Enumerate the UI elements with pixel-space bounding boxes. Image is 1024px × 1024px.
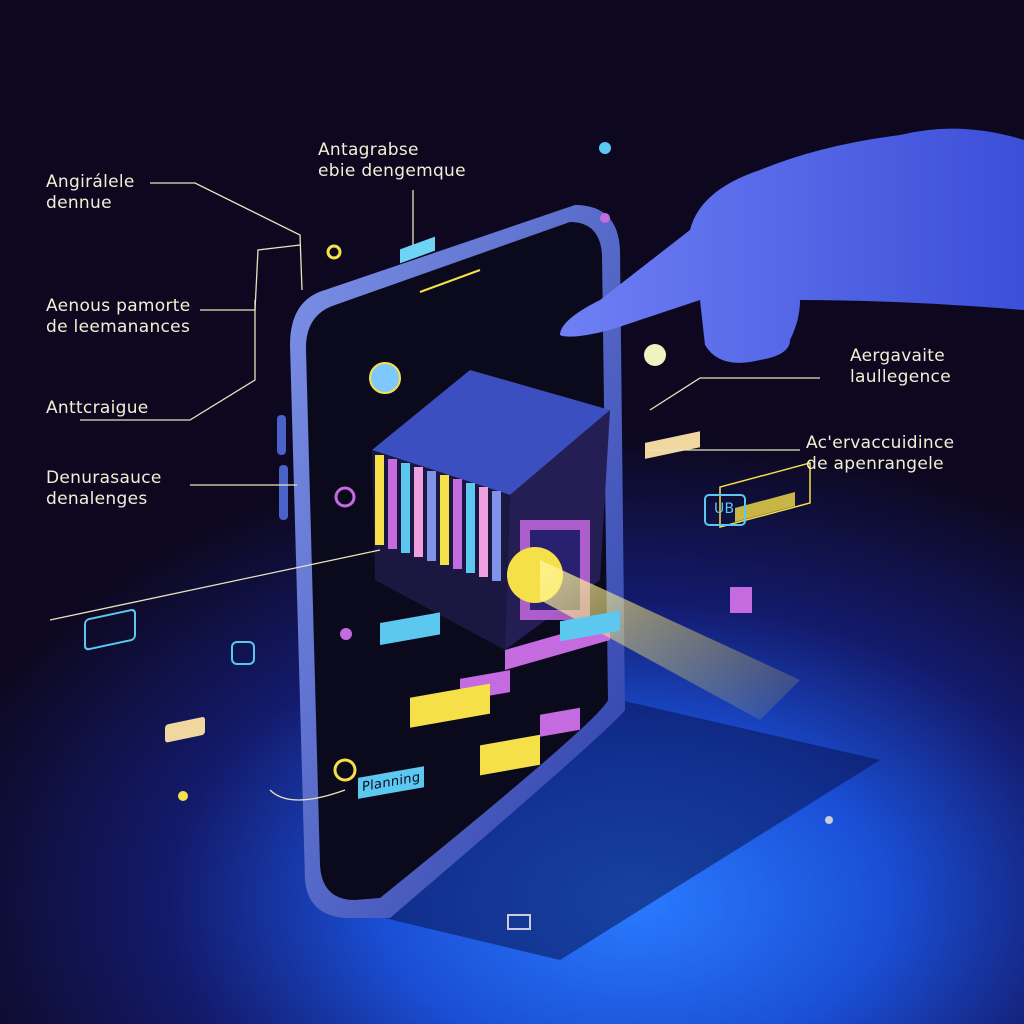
- label-line: ebie dengemque: [318, 161, 466, 181]
- cube-bar: [375, 455, 384, 545]
- cube-bar: [453, 479, 462, 569]
- label-line: dennue: [46, 193, 112, 213]
- cube-bar: [401, 463, 410, 553]
- label-line: de apenrangele: [806, 454, 944, 474]
- pointing-hand: [560, 128, 1024, 363]
- label-line: Ac'ervaccuidince: [806, 433, 955, 453]
- label-line: Angirálele: [46, 172, 135, 192]
- side-button: [277, 415, 286, 455]
- cube-bar: [440, 475, 449, 565]
- label-line: Antagrabse: [318, 140, 419, 160]
- label-line: Aenous pamorte: [46, 296, 191, 316]
- leader-lines: [49, 182, 820, 801]
- data-cube: [372, 236, 610, 670]
- label-line: denalenges: [46, 489, 148, 509]
- cube-bar: [388, 459, 397, 549]
- right-tag: UB: [714, 501, 735, 517]
- cube-bar: [466, 483, 475, 573]
- light-beam: [540, 560, 800, 720]
- label-left-lower: Anttcraigue: [46, 398, 149, 419]
- label-line: Anttcraigue: [46, 398, 149, 418]
- cube-bar: [479, 487, 488, 577]
- label-line: laullegence: [850, 367, 951, 387]
- cube-bar: [492, 491, 501, 581]
- side-button: [279, 465, 288, 520]
- label-line: Aergavaite: [850, 346, 946, 366]
- label-line: Denurasauce: [46, 468, 162, 488]
- floating-tiles: [84, 142, 833, 930]
- label-line: de leemanances: [46, 317, 191, 337]
- cube-bar: [414, 467, 423, 557]
- phone-shadow: [330, 700, 880, 960]
- cube-bar: [427, 471, 436, 561]
